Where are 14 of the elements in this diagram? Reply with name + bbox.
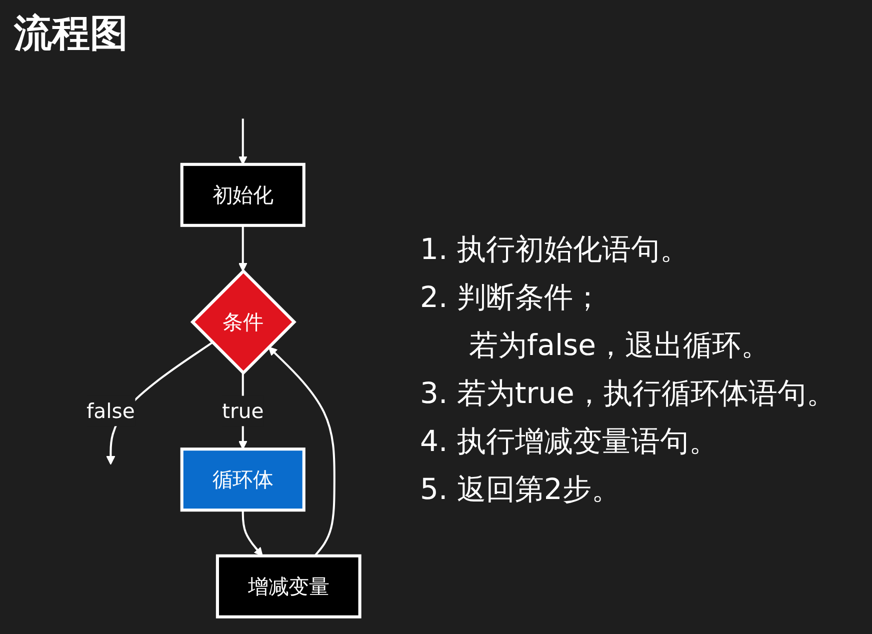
list-item: 1. 执行初始化语句。 bbox=[420, 231, 690, 268]
node-box: 初始化 bbox=[180, 162, 306, 227]
arrow bbox=[238, 225, 248, 272]
node-diamond: 条件 bbox=[190, 269, 296, 375]
list-item: 2. 判断条件； bbox=[420, 279, 603, 316]
list-item: 5. 返回第2步。 bbox=[420, 471, 622, 508]
list-item: 4. 执行增减变量语句。 bbox=[420, 423, 719, 460]
list-item: 若为false，退出循环。 bbox=[468, 327, 771, 364]
arrow bbox=[238, 118, 248, 165]
arrow bbox=[242, 510, 263, 556]
node-box: 增减变量 bbox=[216, 554, 362, 618]
title: 流程图 bbox=[14, 10, 128, 57]
list-item: 3. 若为true，执行循环体语句。 bbox=[420, 375, 836, 412]
node-box: 循环体 bbox=[180, 448, 306, 512]
